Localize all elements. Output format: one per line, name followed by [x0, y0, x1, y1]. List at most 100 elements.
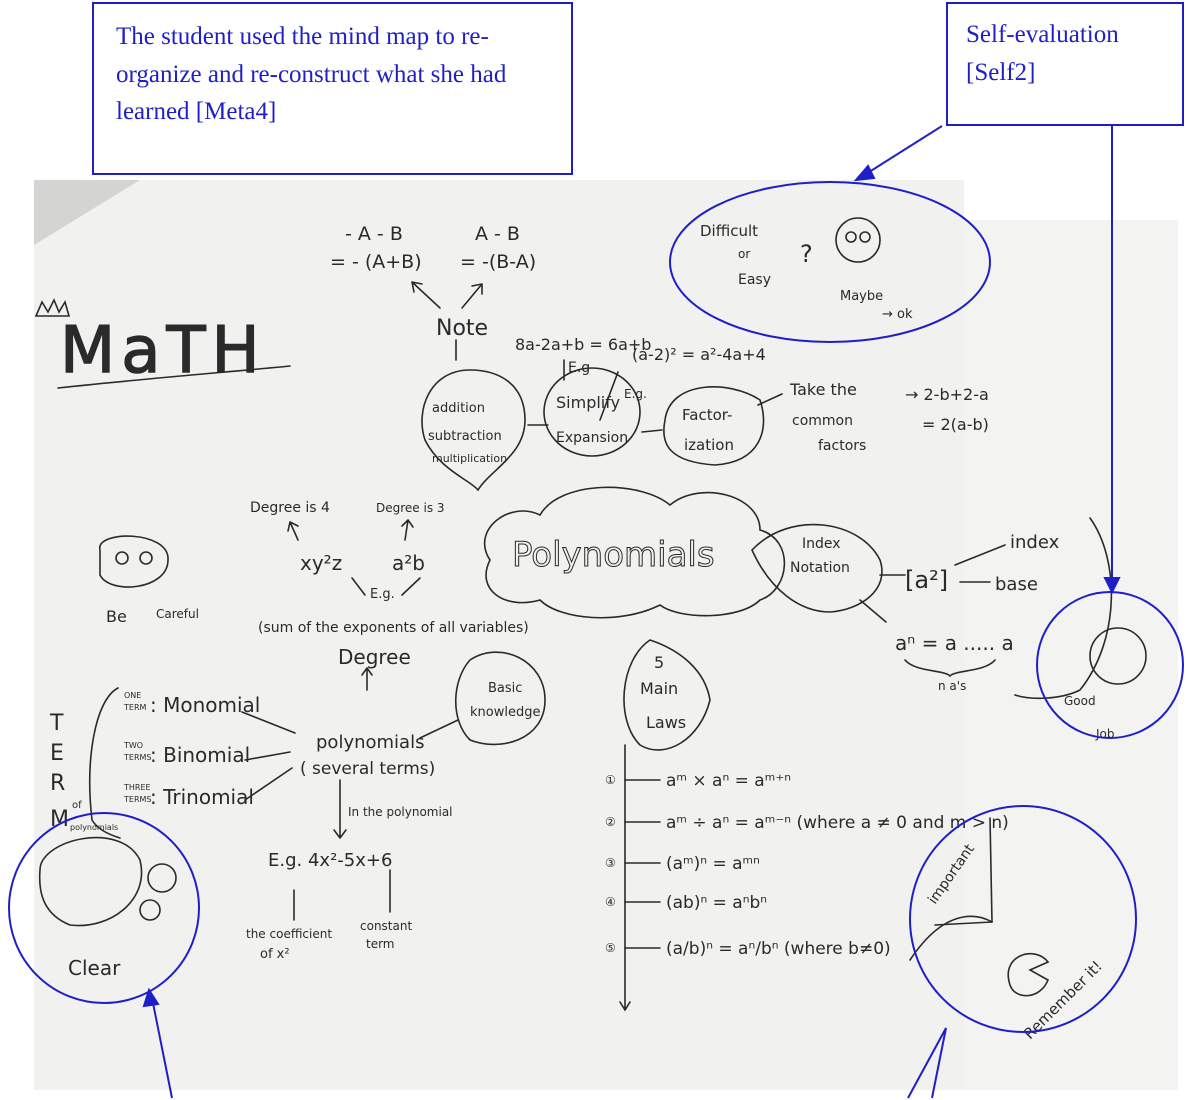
polynomials-node-2: ( several terms) — [300, 759, 435, 779]
n-count: n a's — [938, 679, 966, 693]
easy-label: Easy — [738, 272, 771, 288]
maybe-label: Maybe — [840, 289, 883, 304]
self-evaluation-callout-box: Self-evaluation [Self2] — [946, 2, 1184, 126]
expansion-label: Expansion — [556, 430, 628, 446]
one-term-2: TERM — [123, 703, 147, 712]
crown-icon — [34, 298, 71, 317]
term-letter-e: E — [50, 741, 64, 766]
in-poly-label: In the polynomial — [348, 805, 453, 819]
bubble-addition — [421, 369, 526, 492]
addition-line-1: addition — [432, 401, 485, 416]
take-line-3: factors — [818, 438, 866, 454]
paper-corner-shadow — [34, 180, 140, 245]
self-eval-eye-left — [845, 231, 857, 243]
law-number-4: ④ — [605, 895, 616, 909]
link-mono — [241, 711, 296, 734]
index-expr: [a²] — [905, 566, 948, 594]
clear-circle — [8, 812, 200, 1004]
law-number-3: ③ — [605, 856, 616, 870]
title-underline — [57, 365, 291, 389]
clear-label: Clear — [68, 956, 121, 980]
arrow-self-eval — [865, 125, 943, 175]
important-circle — [909, 805, 1137, 1033]
law-4: (ab)ⁿ = aⁿbⁿ — [666, 893, 767, 913]
two-terms-1: TWO — [123, 741, 143, 750]
three-terms-1: THREE — [123, 783, 151, 792]
degree-3-label: Degree is 3 — [376, 501, 445, 515]
arrowhead-self-eval — [853, 164, 876, 182]
term-letter-t: T — [49, 711, 64, 736]
arrow-clear — [151, 997, 173, 1099]
term-letter-r: R — [50, 771, 65, 796]
clear-bulb-icon — [147, 863, 177, 893]
remember-face-icon — [1007, 953, 1050, 997]
binomial-label: : Binomial — [150, 743, 250, 767]
bubble-main-laws — [623, 639, 711, 751]
laws-bubble-2: Main — [640, 679, 678, 698]
arrow-deg3 — [401, 519, 414, 541]
three-terms-2: TERMS — [123, 795, 151, 804]
degree-4-label: Degree is 4 — [250, 500, 330, 516]
law-number-1: ① — [605, 773, 616, 787]
polynomials-node-1: polynomials — [316, 732, 424, 753]
self-eval-circle — [669, 181, 991, 343]
monomial-label: : Monomial — [150, 693, 260, 717]
self-eval-eye-right — [859, 231, 871, 243]
note-arrow-left — [411, 281, 441, 309]
take-line-1: Take the — [789, 380, 857, 399]
bubble-basic-knowledge — [454, 651, 546, 746]
basic-line-2: knowledge — [470, 705, 540, 720]
meta-callout-box: The student used the mind map to re-orga… — [92, 2, 573, 175]
arrow-deg4 — [287, 521, 299, 541]
arrowhead-good-job — [1103, 577, 1121, 595]
careful-word: Careful — [156, 607, 199, 621]
degree-note: (sum of the exponents of all variables) — [258, 620, 529, 636]
note-ex1-bottom: = - (A+B) — [330, 251, 422, 273]
law-number-5: ⑤ — [605, 941, 616, 955]
note-ex1-top: - A - B — [345, 223, 403, 245]
meta-callout-text: The student used the mind map to re-orga… — [116, 23, 507, 125]
one-term-1: ONE — [124, 691, 141, 700]
addition-line-3: multiplication — [432, 452, 507, 465]
laws-axis — [619, 744, 631, 1012]
basic-line-1: Basic — [488, 681, 522, 696]
self-eval-face-icon — [835, 217, 881, 263]
link-bino — [244, 751, 291, 761]
callout-tail-important — [907, 1027, 947, 1099]
constant-2: term — [366, 937, 395, 951]
eg-left-stroke — [351, 577, 366, 596]
polynomials-center-label: Polynomials — [512, 535, 715, 575]
paper-sheet-right — [964, 220, 1178, 1090]
law-3: (aᵐ)ⁿ = aᵐⁿ — [666, 854, 760, 874]
two-terms-2: TERMS — [123, 753, 151, 762]
clear-eye-icon — [139, 899, 161, 921]
law-1: aᵐ × aⁿ = aᵐ⁺ⁿ — [666, 771, 791, 791]
laws-bubble-1: 5 — [654, 653, 664, 672]
factor-line-1: Factor- — [682, 406, 732, 424]
brace-n — [904, 659, 996, 678]
clear-face-icon — [38, 836, 143, 927]
good-job-face-icon — [1089, 627, 1147, 685]
arrow-degree-up — [361, 667, 373, 691]
term-poly: polynomials — [70, 823, 118, 832]
take-line-2: common — [792, 413, 853, 429]
bubble-simplify — [543, 367, 641, 457]
note-arrow-right — [461, 283, 483, 309]
law-number-2: ② — [605, 815, 616, 829]
note-label: Note — [436, 316, 488, 341]
addition-line-2: subtraction — [428, 429, 502, 444]
power-expr: aⁿ = a ..... a — [895, 631, 1014, 655]
polynomials-cloud — [483, 486, 786, 619]
eg-right-stroke — [401, 577, 421, 596]
link-factor-take — [757, 393, 783, 406]
arrowhead-clear — [142, 987, 160, 1008]
careful-eye-left — [115, 551, 129, 565]
link-trino — [244, 767, 293, 801]
bubble-index-notation — [751, 523, 883, 613]
law-5: (a/b)ⁿ = aⁿ/bⁿ (where b≠0) — [666, 939, 891, 959]
math-title: MaTH — [60, 314, 266, 388]
note-ex2-bottom: = -(B-A) — [460, 251, 536, 273]
bubble-factor — [663, 386, 765, 466]
important-curve — [909, 915, 993, 961]
arrow-in-poly — [333, 779, 347, 839]
